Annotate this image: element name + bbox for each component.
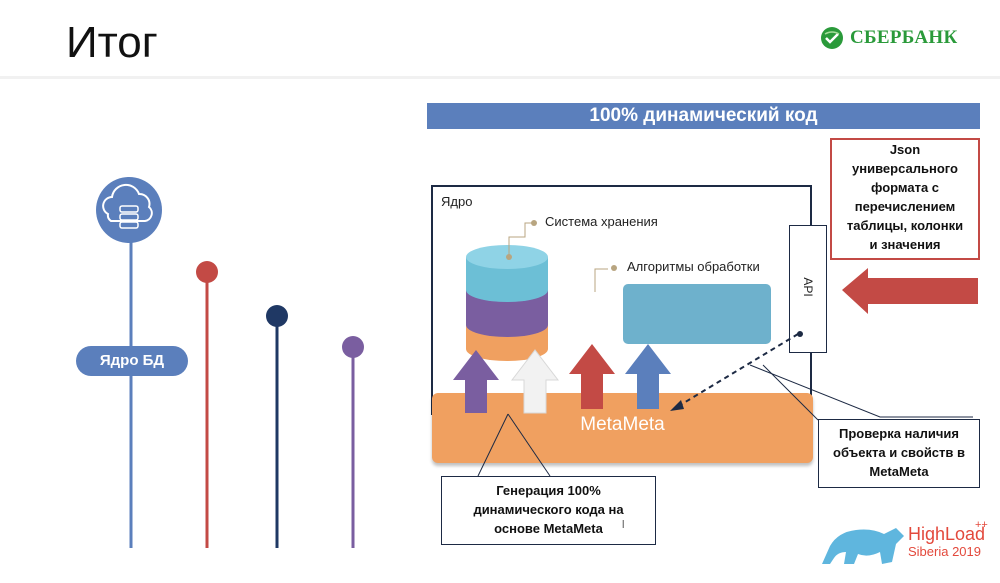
- storage-connector: [508, 222, 532, 257]
- check-callout-line-1: [749, 364, 973, 418]
- algorithms-label-dot: [611, 265, 617, 271]
- generation-callout-line-1: [477, 413, 509, 477]
- algorithms-block: [623, 284, 771, 344]
- generation-note-text: Генерация 100% динамического кода на осн…: [473, 483, 624, 536]
- json-note-box: [830, 138, 980, 260]
- purple-up-arrow: [453, 350, 499, 413]
- generation-note-box: [441, 476, 656, 545]
- api-to-metameta-arrow: [676, 333, 799, 408]
- stray-mark: l: [622, 519, 625, 531]
- storage-label: Система хранения: [545, 214, 658, 229]
- white-up-arrow: [510, 349, 560, 414]
- algorithms-label: Алгоритмы обработки: [627, 259, 760, 274]
- highload-sub: Siberia 2019: [908, 544, 981, 559]
- timeline-graphic: [96, 177, 364, 548]
- core-label: Ядро: [441, 194, 473, 209]
- cloud-database-icon: [96, 177, 162, 243]
- api-box: [789, 225, 827, 353]
- api-arrow-head: [670, 400, 684, 411]
- metameta-label: MetaMeta: [580, 414, 665, 435]
- json-input-arrow: [842, 268, 978, 314]
- timeline-dot-purple: [342, 336, 364, 358]
- json-note-text: Json универсального формата с перечислен…: [846, 142, 964, 252]
- database-stack-icon: [466, 245, 548, 361]
- generation-callout-line-2: [507, 413, 551, 477]
- sberbank-logo: СБЕРБАНК: [820, 26, 958, 50]
- storage-label-dot: [531, 220, 537, 226]
- core-db-pill: Ядро БД: [76, 346, 188, 376]
- check-note-text: Проверка наличия объекта и свойств в Met…: [833, 426, 965, 479]
- sberbank-leaf-icon: [821, 27, 843, 49]
- logo-text: СБЕРБАНК: [850, 27, 958, 48]
- polar-bear-icon: [822, 528, 904, 564]
- timeline-dot-navy: [266, 305, 288, 327]
- algorithms-connector: [594, 268, 608, 292]
- slide-title: Итог: [66, 18, 158, 67]
- check-callout-line-2: [762, 364, 819, 421]
- storage-dot: [506, 254, 512, 260]
- header-divider: [0, 76, 1000, 79]
- metameta-bar: [432, 393, 813, 463]
- blue-up-arrow: [625, 344, 671, 409]
- api-dot: [797, 331, 803, 337]
- highload-brand: HighLoad: [908, 524, 986, 544]
- timeline-dot-red: [196, 261, 218, 283]
- highload-plus: ++: [975, 519, 988, 531]
- check-note-box: [818, 419, 980, 488]
- diagram-graphics: [453, 220, 978, 477]
- dynamic-code-banner: 100% динамический код: [427, 103, 980, 129]
- red-up-arrow: [569, 344, 615, 409]
